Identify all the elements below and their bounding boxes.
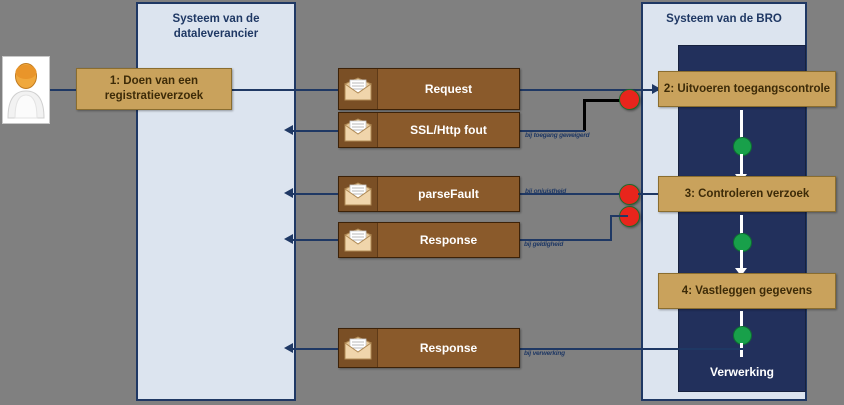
connector-response-back bbox=[292, 239, 338, 241]
band-flow-line-1 bbox=[740, 110, 743, 140]
process-box-2[interactable]: 2: Uitvoeren toegangscontrole bbox=[658, 71, 836, 107]
decision-red-dot-2 bbox=[619, 184, 640, 205]
lane-bro-title: Systeem van de BRO bbox=[666, 13, 782, 25]
connector-parsefault-back bbox=[292, 193, 338, 195]
connector-final-response-out bbox=[520, 348, 744, 350]
message-box-parsefault[interactable]: parseFault bbox=[338, 176, 520, 212]
envelope-icon bbox=[339, 113, 378, 147]
band-flow-arrow-2 bbox=[735, 268, 747, 276]
lane-title-line-1: Systeem van de bbox=[172, 13, 260, 25]
connector-validity-horizontal bbox=[610, 215, 628, 217]
connector-sslfout-back bbox=[292, 130, 338, 132]
process-2-label: 2: Uitvoeren toegangscontrole bbox=[663, 83, 831, 95]
user-icon bbox=[7, 63, 45, 119]
message-response-geldig-label: Response bbox=[419, 233, 478, 247]
envelope-icon bbox=[339, 177, 378, 211]
message-parsefault-label: parseFault bbox=[418, 187, 479, 201]
decision-red-dot-1 bbox=[619, 89, 640, 110]
message-box-request[interactable]: Request bbox=[338, 68, 520, 110]
connector-actor-to-p1 bbox=[44, 89, 76, 91]
message-request-label: Request bbox=[424, 82, 473, 96]
envelope-icon bbox=[339, 69, 378, 109]
note-verwerking: bij verwerking bbox=[524, 350, 565, 357]
message-box-response-verwerking[interactable]: Response bbox=[338, 328, 520, 368]
process-1-label-line-1: 1: Doen van een bbox=[109, 75, 199, 87]
band-flow-line-3 bbox=[740, 215, 743, 239]
process-box-3[interactable]: 3: Controleren verzoek bbox=[658, 176, 836, 212]
message-box-ssl-http-fout[interactable]: SSL/Http fout bbox=[338, 112, 520, 148]
band-flow-line-4 bbox=[740, 250, 743, 270]
avatar bbox=[2, 56, 50, 124]
envelope-icon-glyph bbox=[344, 182, 372, 206]
connector-p2-left bbox=[638, 89, 660, 91]
message-box-response-geldig[interactable]: Response bbox=[338, 222, 520, 258]
arrow-parsefault-back bbox=[284, 188, 293, 198]
connector-response-out bbox=[520, 239, 612, 241]
envelope-icon-glyph bbox=[344, 336, 372, 360]
connector-sslfout-to-lane bbox=[520, 130, 585, 132]
connector-p3-left bbox=[638, 193, 660, 195]
connector-validity-vertical bbox=[610, 215, 612, 240]
band-flow-line-5 bbox=[740, 311, 743, 329]
envelope-icon-glyph bbox=[344, 77, 372, 101]
lane-dataleverancier: Systeem van de dataleverancier bbox=[136, 2, 296, 401]
note-toegang-geweigerd: bij toegang geweigerd bbox=[525, 132, 590, 139]
message-ssl-http-fout-label: SSL/Http fout bbox=[410, 123, 487, 137]
note-onjuistheid: bij onjuistheid bbox=[525, 188, 567, 195]
connector-parsefault-out bbox=[520, 193, 620, 195]
connector-final-response-back bbox=[292, 348, 338, 350]
envelope-icon-glyph bbox=[344, 118, 372, 142]
envelope-icon bbox=[339, 329, 378, 367]
process-box-1[interactable]: 1: Doen van een registratieverzoek bbox=[76, 68, 232, 110]
arrow-response-back bbox=[284, 234, 293, 244]
note-geldigheid: bij geldigheid bbox=[524, 241, 564, 248]
arrow-final-response-back bbox=[284, 343, 293, 353]
process-3-label: 3: Controleren verzoek bbox=[684, 188, 810, 200]
connector-p1-to-request bbox=[230, 89, 338, 91]
lane-dataleverancier-title: Systeem van de dataleverancier bbox=[138, 12, 294, 42]
envelope-icon bbox=[339, 223, 378, 257]
verwerking-label: Verwerking bbox=[709, 365, 775, 379]
process-1-label-line-2: registratieverzoek bbox=[104, 90, 204, 102]
band-flow-line-6 bbox=[740, 343, 743, 357]
process-box-4[interactable]: 4: Vastleggen gegevens bbox=[658, 273, 836, 309]
arrow-sslfout-back bbox=[284, 125, 293, 135]
lane-title-line-2: dataleverancier bbox=[173, 28, 259, 40]
connector-request-to-accesscheck bbox=[520, 89, 660, 91]
band-flow-line-2 bbox=[740, 154, 743, 176]
message-response-verwerking-label: Response bbox=[419, 341, 478, 355]
branch-line-accessdenied-horizontal bbox=[583, 99, 635, 102]
envelope-icon-glyph bbox=[344, 228, 372, 252]
process-4-label: 4: Vastleggen gegevens bbox=[681, 285, 813, 297]
branch-line-accessdenied-vertical bbox=[583, 99, 586, 131]
